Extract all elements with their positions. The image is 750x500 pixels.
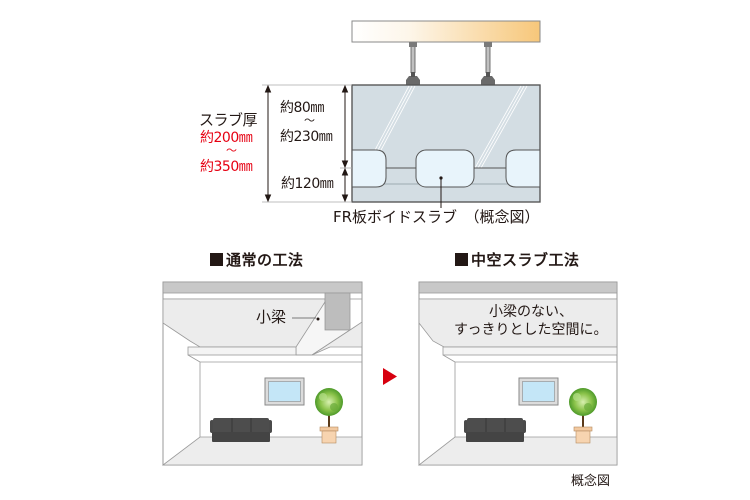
- void-center: [415, 149, 475, 188]
- footer-note: 概念図: [571, 474, 611, 489]
- window-right: [518, 377, 559, 406]
- upper-thickness-min: 約80㎜: [280, 100, 324, 116]
- sofa-left: [210, 418, 272, 442]
- upper-thickness-tilde: ～: [304, 114, 315, 127]
- sofa-right: [464, 418, 526, 442]
- slab-thickness-label: スラブ厚: [199, 111, 258, 129]
- square-bullet-icon: [210, 253, 223, 266]
- void-left: [351, 149, 387, 188]
- square-bullet-icon: [455, 253, 468, 266]
- plant-right: [569, 388, 597, 444]
- lower-thickness: 約120㎜: [281, 176, 334, 192]
- panel-heading-hollow-slab: 中空スラブ工法: [455, 253, 580, 268]
- floor-board: [351, 20, 541, 43]
- slab-thickness-tilde: ～: [226, 144, 237, 157]
- slab-thickness-min: 約200㎜: [200, 130, 253, 146]
- dimension-lines: [262, 84, 352, 203]
- window-left: [264, 377, 305, 406]
- message-line-1: 小梁のない、: [489, 304, 573, 320]
- panel-heading-conventional: 通常の工法: [210, 253, 304, 268]
- right-triangle-icon: [383, 368, 397, 385]
- support-post-right: [481, 42, 495, 85]
- plant-left: [315, 388, 343, 444]
- support-post-left: [406, 42, 420, 85]
- message-line-2: すっきりとした空間に。: [454, 322, 608, 338]
- dimension-arrows: [264, 84, 349, 203]
- beam-label: 小梁: [256, 308, 287, 326]
- upper-thickness-max: 約230㎜: [280, 129, 333, 145]
- slab-thickness-max: 約350㎜: [200, 159, 253, 175]
- diagram-caption: FR板ボイドスラブ （概念図）: [333, 208, 540, 226]
- void-right: [505, 149, 541, 188]
